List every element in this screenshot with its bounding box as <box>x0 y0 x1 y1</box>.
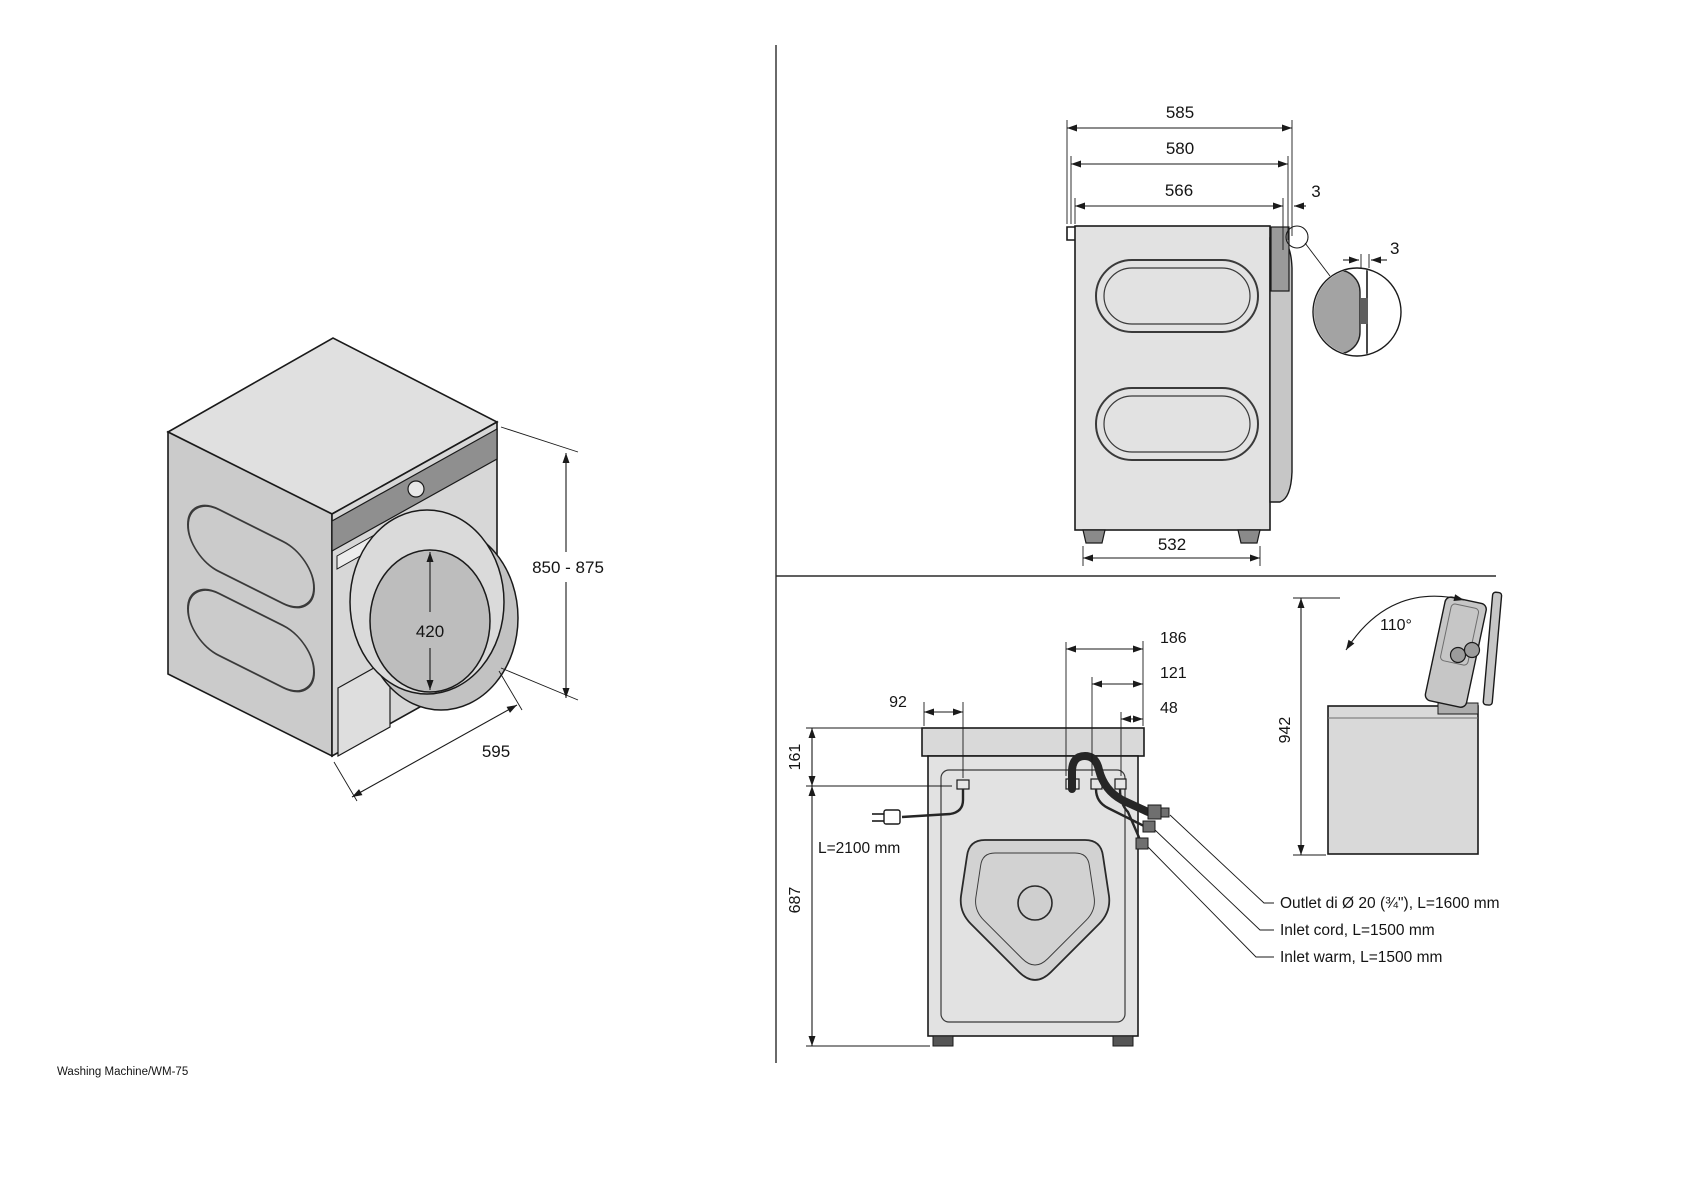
side-vents <box>1095 259 1259 461</box>
lid-view-body <box>1327 705 1479 855</box>
front-foot <box>1082 529 1106 544</box>
rear-tab <box>1066 226 1075 241</box>
dim-942-label: 942 <box>1277 717 1294 744</box>
dim-48-label: 48 <box>1160 700 1178 717</box>
plug <box>883 809 901 825</box>
callout-outlet-label: Outlet di Ø 20 (¾"), L=1600 mm <box>1280 895 1500 912</box>
callout-inlet-cord-label: Inlet cord, L=1500 mm <box>1280 922 1435 939</box>
dim-door-label: 420 <box>416 622 444 641</box>
program-knob <box>407 480 425 498</box>
dim-gap-3: 3 <box>1294 182 1321 210</box>
dim-110-angle: 110° <box>1345 594 1465 651</box>
dim-48: 48 <box>1120 700 1178 776</box>
dim-532: 532 <box>1082 535 1261 566</box>
inlet-cold-fitting <box>1142 820 1156 833</box>
angle-110-label: 110° <box>1380 617 1412 634</box>
drum-cover-inner <box>975 852 1095 966</box>
dim-580: 580 <box>1070 139 1289 240</box>
dim-580-label: 580 <box>1166 139 1194 158</box>
dim-gap3-label: 3 <box>1311 182 1320 201</box>
dim-door-diameter: 420 <box>416 552 444 690</box>
dim-depth-label: 595 <box>482 742 510 761</box>
drawer-hole-1 <box>1449 646 1467 664</box>
drawer-hole-2 <box>1463 641 1481 659</box>
inlet-warm-fitting <box>1135 837 1149 850</box>
dim-566: 566 <box>1074 181 1284 250</box>
dim-585: 585 <box>1066 103 1293 236</box>
dim-121-label: 121 <box>1160 665 1187 682</box>
open-lid-panel <box>1482 591 1503 706</box>
dim-92-label: 92 <box>889 694 907 711</box>
panel-dividers <box>775 45 1496 1063</box>
dim-532-label: 532 <box>1158 535 1186 554</box>
dim-depth: 595 <box>333 670 523 802</box>
dim-566-label: 566 <box>1165 181 1193 200</box>
callout-source-circle <box>1285 225 1309 249</box>
inlet-hoses <box>1094 788 1156 850</box>
dim-92: 92 <box>889 694 964 778</box>
side-view: 585 580 566 3 532 <box>1066 103 1402 566</box>
footer-label: Washing Machine/WM-75 <box>57 1066 188 1078</box>
dim-942: 942 <box>1277 597 1340 856</box>
door-glass <box>369 549 491 693</box>
dim-detail3-label: 3 <box>1390 239 1399 258</box>
rear-panel <box>940 769 1126 1023</box>
power-cord: L=2100 mm <box>818 789 965 857</box>
dim-height-label: 850 - 875 <box>532 558 604 577</box>
rear-view: L=2100 mm 92 186 <box>787 630 1500 1047</box>
side-cabinet <box>1074 225 1271 531</box>
outlet-hose <box>1068 751 1170 820</box>
rear-foot-left <box>932 1035 954 1047</box>
cord-length-label: L=2100 mm <box>818 840 900 857</box>
outlet-fitting <box>1147 804 1162 820</box>
dim-121: 121 <box>1091 665 1187 776</box>
door-edge-detail: 3 <box>1285 225 1402 357</box>
dim-161-label: 161 <box>787 744 804 771</box>
inlet-warm-port <box>1114 778 1127 790</box>
dim-687-label: 687 <box>787 887 804 914</box>
dim-687: 687 <box>787 786 930 1047</box>
dim-detail-3: 3 <box>1343 239 1399 268</box>
callout-inlet-warm-label: Inlet warm, L=1500 mm <box>1280 949 1442 966</box>
lid-open-view: 110° 942 <box>1277 591 1503 856</box>
drum-axle <box>1017 885 1053 921</box>
side-vents <box>187 504 315 693</box>
hose-callouts: Outlet di Ø 20 (¾"), L=1600 mm Inlet cor… <box>1147 814 1500 966</box>
dim-186-label: 186 <box>1160 630 1187 647</box>
rear-foot-right <box>1112 1035 1134 1047</box>
cord-port <box>956 779 970 790</box>
rear-top-cap <box>921 727 1145 757</box>
dim-height: 850 - 875 <box>500 426 604 701</box>
isometric-view: 420 850 - 875 595 <box>166 337 604 802</box>
dim-161: 161 <box>787 727 952 787</box>
dim-585-label: 585 <box>1166 103 1194 122</box>
rear-foot <box>1237 529 1261 544</box>
door-top-edge <box>1270 226 1290 292</box>
